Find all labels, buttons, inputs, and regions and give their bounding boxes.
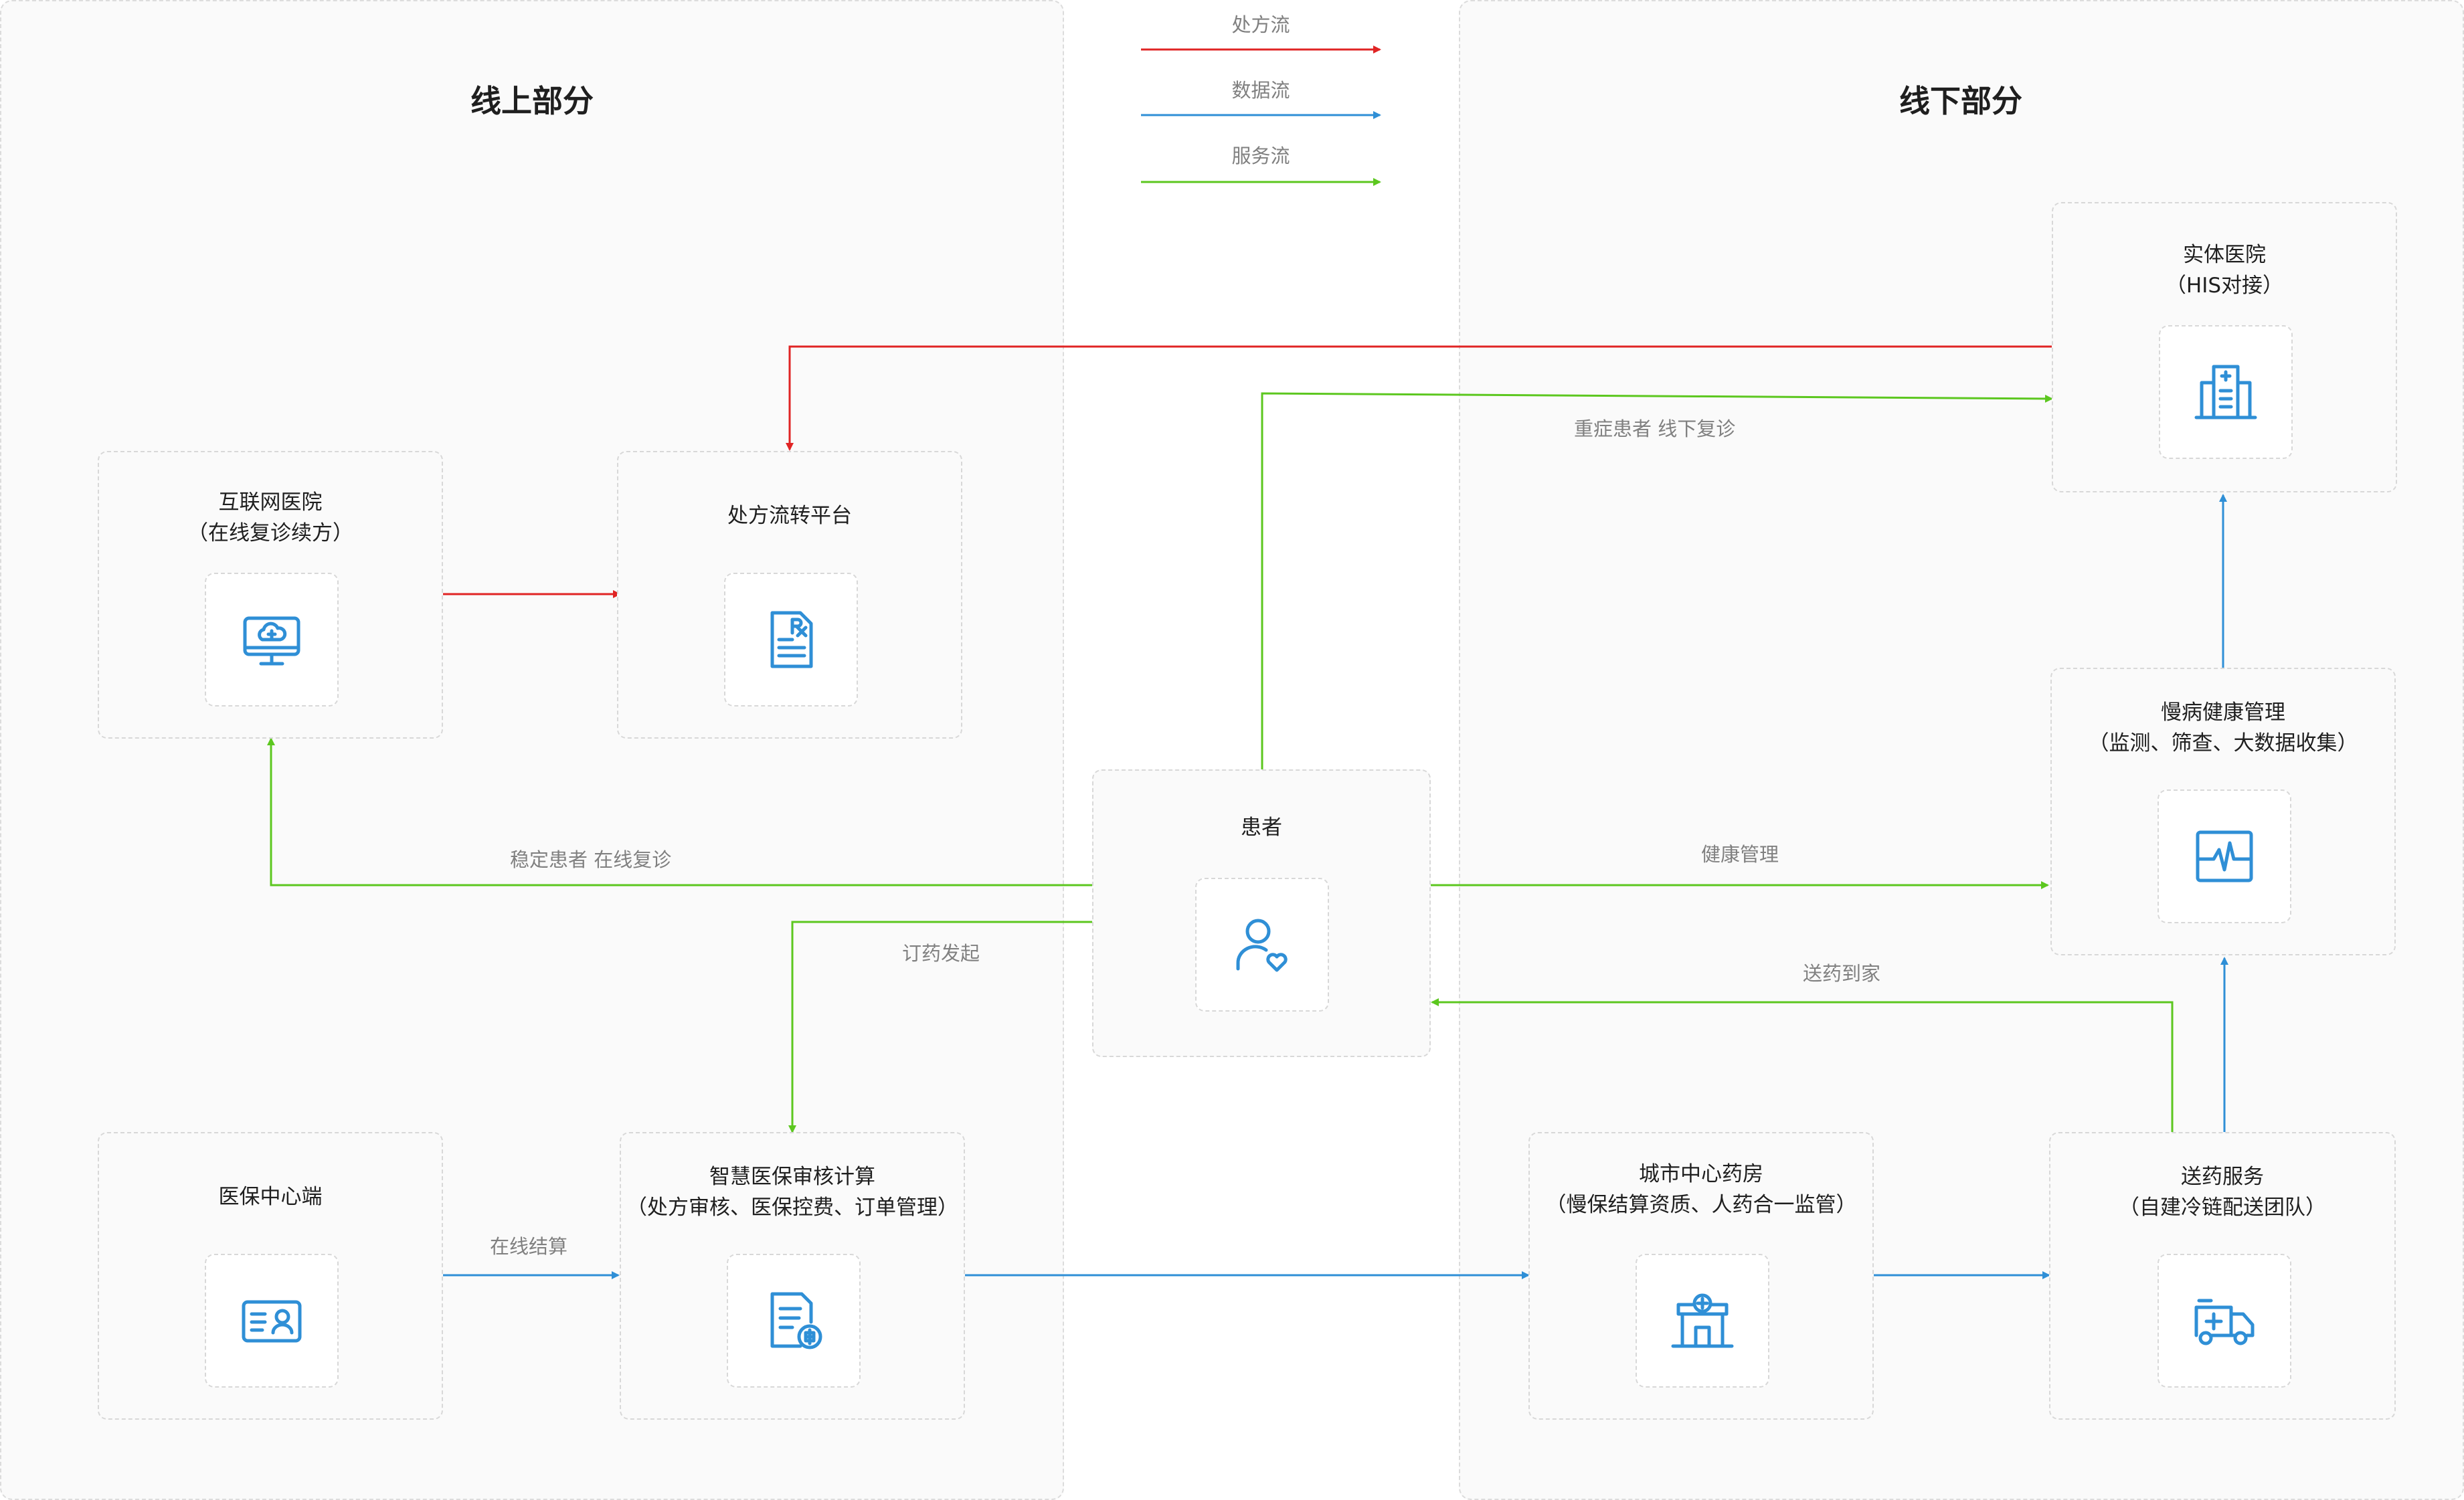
monitor-cloud-icon [243,616,300,666]
icon-frame [2159,325,2293,459]
label-severe-offline: 重症患者 线下复诊 [1574,417,1736,440]
legend-service-flow: 服务流 [1231,145,1290,167]
legend-data-flow: 数据流 [1231,79,1290,102]
node-title: 城市中心药房 （慢保结算资质、人药合一监管） [1545,1162,1857,1217]
edge-hospital-to-platform [786,345,2052,451]
offline-region-title: 线下部分 [1899,83,2022,119]
node-title: 实体医院 （HIS对接） [2165,243,2284,298]
icon-frame [2158,789,2291,923]
icon-frame [1195,878,1329,1012]
node-prescription-platform[interactable]: 处方流转平台 [617,451,962,739]
audit-document-icon [770,1292,822,1349]
node-city-pharmacy[interactable]: 城市中心药房 （慢保结算资质、人药合一监管） [1528,1132,1874,1420]
prescription-rx-icon [770,611,813,668]
legend-prescription-flow: 处方流 [1231,13,1290,36]
icon-frame [205,573,339,707]
label-stable-online: 稳定患者 在线复诊 [510,848,672,871]
label-online-settlement: 在线结算 [490,1235,568,1258]
node-physical-hospital[interactable]: 实体医院 （HIS对接） [2052,202,2397,492]
ambulance-icon [2194,1299,2255,1345]
label-order-start: 订药发起 [902,942,980,965]
node-title: 患者 [1241,816,1282,840]
node-title: 慢病健康管理 （监测、筛查、大数据收集） [2088,700,2358,755]
icon-frame [205,1254,339,1388]
edge-patient-to-audit [788,921,1092,1133]
online-region-title: 线上部分 [470,83,594,119]
label-health-management: 健康管理 [1701,843,1779,866]
node-title: 医保中心端 [218,1185,323,1209]
node-chronic-management[interactable]: 慢病健康管理 （监测、筛查、大数据收集） [2050,668,2396,955]
patient-heart-icon [1236,919,1288,972]
node-smart-audit[interactable]: 智慧医保审核计算 （处方审核、医保控费、订单管理） [620,1132,965,1420]
node-patient[interactable]: 患者 [1092,769,1431,1057]
node-delivery-service[interactable]: 送药服务 （自建冷链配送团队） [2049,1132,2396,1420]
edge-delivery-to-patient [1431,998,2174,1132]
id-card-icon [242,1300,302,1343]
icon-frame [1636,1254,1769,1388]
heart-monitor-icon [2196,830,2253,882]
pharmacy-store-icon [1671,1293,1734,1348]
hospital-building-icon [2194,365,2257,419]
label-deliver-home: 送药到家 [1803,962,1881,985]
node-title: 送药服务 （自建冷链配送团队） [2119,1165,2326,1220]
edge-patient-to-hospital [1261,392,2053,769]
icon-frame [2158,1254,2291,1388]
edge-patient-to-internet [267,737,1092,886]
node-insurance-center[interactable]: 医保中心端 [98,1132,443,1420]
node-title: 智慧医保审核计算 （处方审核、医保控费、订单管理） [626,1165,958,1220]
icon-frame [727,1254,861,1388]
node-title: 处方流转平台 [727,504,852,528]
node-internet-hospital[interactable]: 互联网医院 （在线复诊续方） [98,451,443,739]
icon-frame [724,573,858,707]
node-title: 互联网医院 （在线复诊续方） [187,490,353,545]
